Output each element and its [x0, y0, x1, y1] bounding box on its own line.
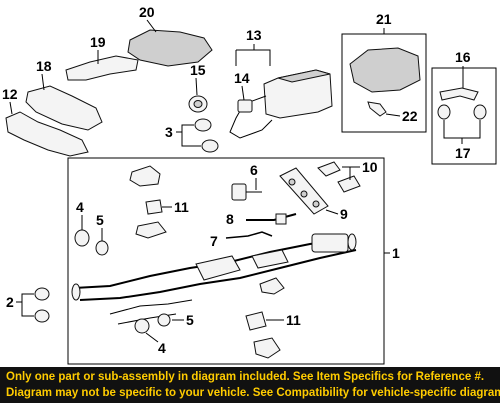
callout-1: 1 — [392, 245, 400, 261]
part-22-bracket — [367, 101, 387, 117]
part-10-sensor-b — [337, 175, 361, 193]
part-19-heat-shield — [65, 55, 139, 81]
callout-17: 17 — [455, 145, 471, 161]
callout-16: 16 — [455, 49, 471, 65]
part-10-sensor-a — [317, 161, 341, 177]
part-14-clamp — [237, 99, 253, 113]
part-4-gasket-upper — [74, 229, 90, 247]
part-18-heat-shield — [25, 85, 103, 131]
callout-22: 22 — [402, 108, 418, 124]
callout-9: 9 — [340, 206, 348, 222]
part-1-box — [67, 157, 385, 365]
part-11-clamp-lower — [245, 311, 267, 331]
disclaimer-line-2: Diagram may not be specific to your vehi… — [6, 387, 500, 399]
callout-4-upper: 4 — [76, 199, 84, 215]
diagram-canvas: 12 18 19 20 15 3 14 13 21 22 16 17 1 — [2, 4, 497, 365]
part-4-gasket-lower — [134, 318, 150, 334]
part-3-ring-a — [194, 118, 212, 132]
part-6-sensor — [231, 183, 247, 201]
callout-11-lower: 11 — [286, 312, 301, 328]
part-heat-shield-small-c — [259, 277, 285, 295]
callout-19: 19 — [90, 34, 106, 50]
part-16-box — [431, 67, 497, 165]
callout-18: 18 — [36, 58, 52, 74]
part-heat-shield-small-d — [253, 337, 281, 359]
callout-4-lower: 4 — [158, 340, 166, 356]
callout-12: 12 — [2, 86, 18, 102]
callout-2: 2 — [6, 294, 14, 310]
callout-5-lower: 5 — [186, 312, 194, 328]
callout-15: 15 — [190, 62, 206, 78]
callout-5-upper: 5 — [96, 212, 104, 228]
callout-3: 3 — [165, 124, 173, 140]
part-11-clamp-upper — [145, 199, 163, 215]
callout-6: 6 — [250, 162, 258, 178]
part-1-catalytic-converter — [195, 255, 241, 281]
part-21-heat-shield — [349, 47, 421, 93]
disclaimer-line-1: Only one part or sub-assembly in diagram… — [6, 371, 485, 383]
part-17-isolator-a — [437, 104, 451, 120]
part-5-gasket-upper — [95, 240, 109, 256]
part-16-hanger — [439, 87, 479, 101]
part-20-heat-shield — [127, 29, 213, 67]
part-8-sensor — [246, 213, 297, 221]
disclaimer-footer: Only one part or sub-assembly in diagram… — [0, 367, 500, 403]
part-12-heat-shield — [5, 111, 89, 157]
callout-21: 21 — [376, 11, 392, 27]
callout-20: 20 — [139, 4, 155, 20]
part-5-gasket-lower — [157, 313, 171, 327]
part-heat-shield-small-a — [129, 165, 161, 187]
part-2-gasket-a — [34, 287, 50, 301]
callout-13: 13 — [246, 27, 262, 43]
part-heat-shield-small-b — [135, 221, 167, 239]
callout-7: 7 — [210, 233, 218, 249]
callout-14: 14 — [234, 70, 250, 86]
callout-11-upper: 11 — [174, 199, 189, 215]
part-3-ring-b — [201, 139, 219, 153]
callout-8: 8 — [226, 211, 234, 227]
part-7-pipe — [225, 231, 273, 239]
callout-10: 10 — [362, 159, 378, 175]
part-17-isolator-b — [473, 104, 487, 120]
part-2-gasket-b — [34, 309, 50, 323]
